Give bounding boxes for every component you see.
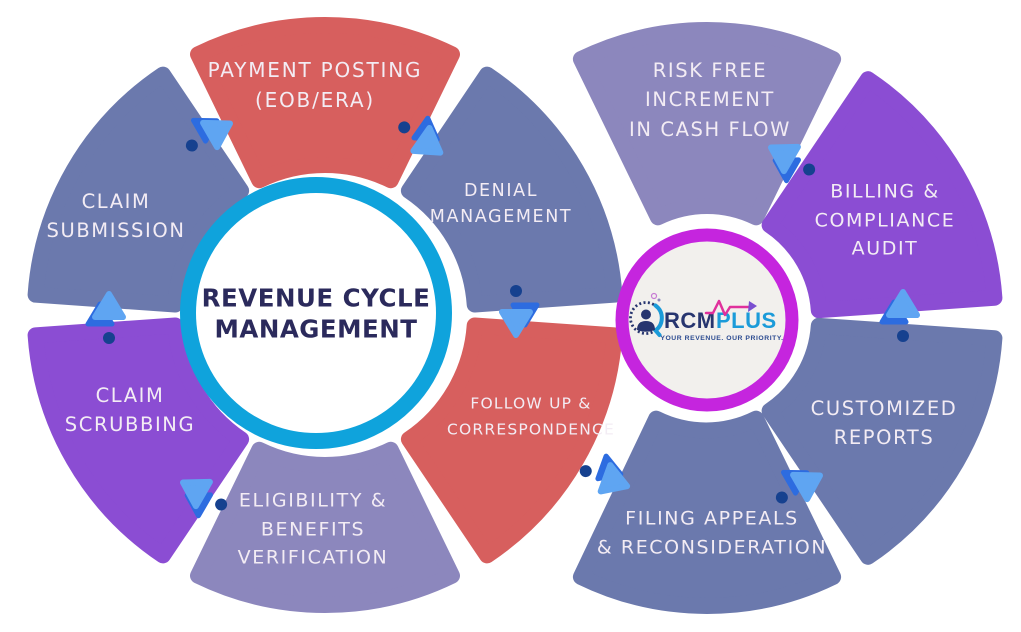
segment-label-claim-submission: CLAIM SUBMISSION: [46, 189, 186, 242]
logo-text-plus: PLUS: [716, 308, 777, 333]
segment-label-risk-free: RISK FREE INCREMENT IN CASH FLOW: [629, 59, 791, 141]
segment-follow-up-correspondence: [400, 317, 623, 564]
segment-label-customized-reports: CUSTOMIZED REPORTS: [810, 396, 958, 449]
segment-eligibility-verification: [190, 441, 460, 613]
rcm-plus-logo: RCM PLUS YOUR REVENUE. OUR PRIORITY.: [629, 292, 783, 342]
segment-customized-reports: [761, 317, 1003, 565]
left-hub-circle: [180, 177, 452, 449]
heartbeat-pulse-icon: [704, 299, 752, 317]
segment-label-denial-management: DENIAL MANAGEMENT: [429, 180, 573, 227]
segment-label-follow-up: FOLLOW UP & CORRESPONDENCE: [446, 394, 616, 439]
segment-label-payment-posting: PAYMENT POSTING (EOB/ERA): [207, 58, 423, 112]
segment-filing-appeals: [572, 410, 842, 614]
segment-label-claim-scrubbing: CLAIM SCRUBBING: [64, 383, 196, 436]
segment-denial-management: [400, 66, 623, 313]
segment-label-filing-appeals: FILING APPEALS & RECONSIDERATION: [596, 507, 828, 559]
segment-billing-compliance-audit: [761, 71, 1003, 319]
right-hub-circle: [615, 228, 799, 412]
segment-label-eligibility: ELIGIBILITY & BENEFITS VERIFICATION: [237, 489, 389, 569]
segment-risk-free-increment: [572, 22, 842, 226]
segment-claim-submission: [27, 66, 250, 313]
logo-tagline: YOUR REVENUE. OUR PRIORITY.: [660, 335, 783, 342]
sparkle-icon: [650, 292, 658, 300]
gauge-person-icon: [629, 292, 664, 337]
segment-payment-posting: [190, 17, 460, 189]
left-hub-title: REVENUE CYCLE MANAGEMENT: [201, 283, 431, 343]
segment-label-billing-audit: BILLING & COMPLIANCE AUDIT: [814, 180, 956, 260]
pulse-arrow-tip-icon: [748, 301, 757, 312]
